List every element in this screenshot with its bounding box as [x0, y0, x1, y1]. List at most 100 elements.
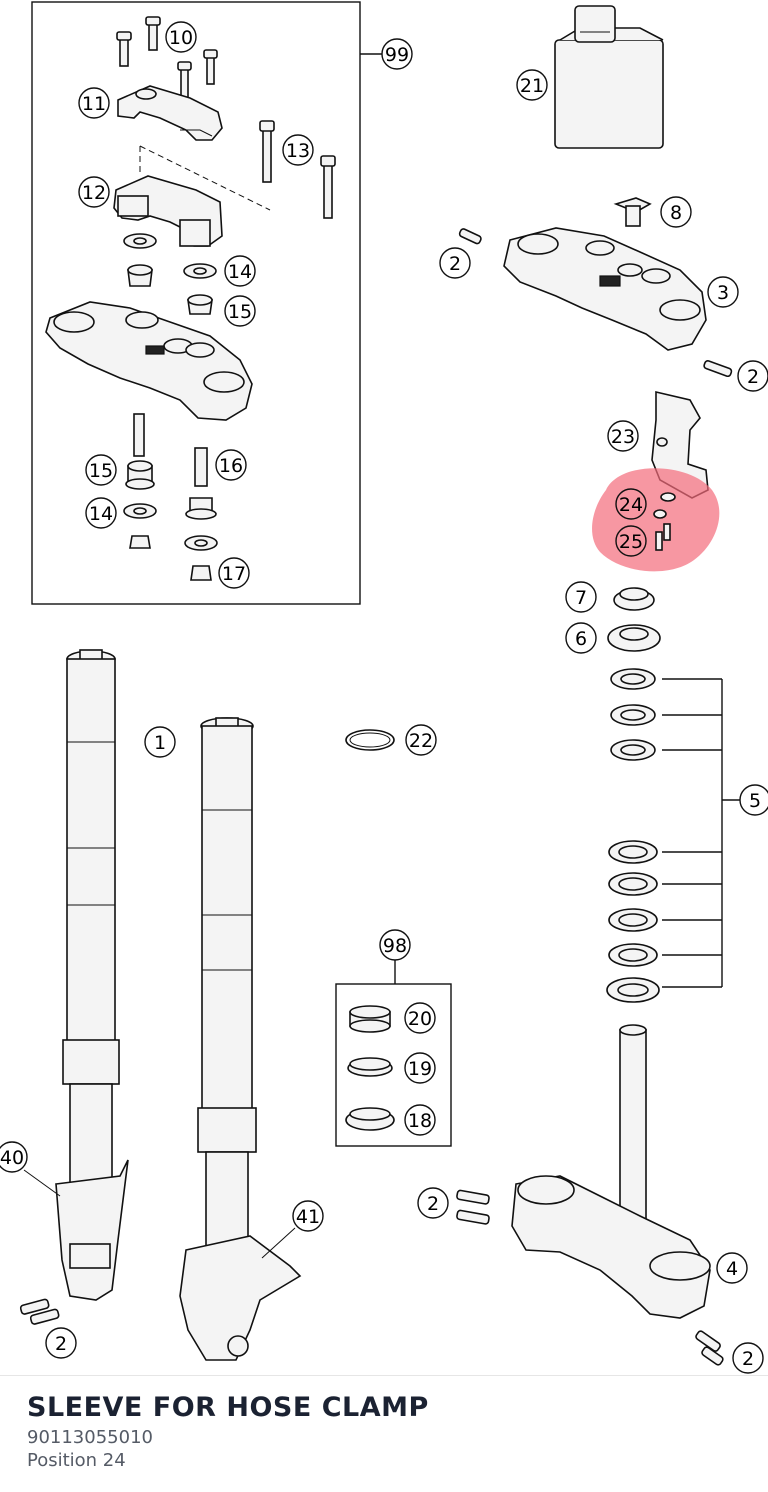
callout-24[interactable]: 24 — [615, 488, 647, 520]
part-name: SLEEVE FOR HOSE CLAMP — [27, 1392, 429, 1423]
bolt-2-upper-right[interactable] — [703, 360, 733, 378]
svg-text:2: 2 — [747, 366, 759, 388]
callout-41[interactable]: 41 — [292, 1200, 324, 1232]
callout-2-lower-clamp-right[interactable]: 2 — [732, 1342, 764, 1374]
callout-6[interactable]: 6 — [565, 622, 597, 654]
callout-1[interactable]: 1 — [144, 726, 176, 758]
svg-text:4: 4 — [726, 1258, 738, 1280]
callout-2-upper-left[interactable]: 2 — [439, 247, 471, 279]
bolt-2-fork-bottom[interactable] — [19, 1298, 60, 1325]
callout-11[interactable]: 11 — [78, 87, 110, 119]
svg-text:11: 11 — [82, 93, 106, 115]
svg-text:2: 2 — [449, 253, 461, 275]
leader-lines — [23, 1169, 296, 1259]
upper-triple-clamp-3[interactable] — [503, 227, 707, 351]
callout-7[interactable]: 7 — [565, 581, 597, 613]
bushing-15-top[interactable] — [127, 264, 213, 315]
nut-17-group[interactable] — [129, 535, 212, 581]
bolt-13-group[interactable] — [259, 120, 336, 219]
bolt-2-lower-clamp-right[interactable] — [695, 1330, 724, 1366]
lower-triple-clamp-4[interactable] — [511, 1024, 711, 1319]
svg-text:16: 16 — [219, 455, 243, 477]
callout-20[interactable]: 20 — [404, 1002, 436, 1034]
bushing-15-bottom[interactable] — [125, 460, 217, 520]
svg-text:20: 20 — [408, 1008, 432, 1030]
svg-text:13: 13 — [286, 140, 310, 162]
bearing-set-5[interactable] — [606, 668, 740, 1003]
svg-text:8: 8 — [670, 202, 682, 224]
pin-16-group[interactable] — [133, 413, 208, 487]
callout-22[interactable]: 22 — [405, 724, 437, 756]
handlebar-clamp-top-11[interactable] — [117, 85, 223, 141]
svg-text:12: 12 — [82, 182, 106, 204]
callout-16[interactable]: 16 — [215, 449, 247, 481]
dust-cover-6[interactable] — [607, 624, 661, 652]
bolt-2-upper-left[interactable] — [458, 228, 482, 245]
callout-15-top[interactable]: 15 — [224, 295, 256, 327]
svg-text:7: 7 — [575, 587, 587, 609]
svg-text:40: 40 — [0, 1147, 24, 1169]
svg-text:15: 15 — [228, 301, 252, 323]
svg-text:10: 10 — [169, 27, 193, 49]
screw-25[interactable] — [655, 523, 671, 551]
part-number: 90113055010 — [27, 1427, 153, 1448]
fork-leg-right[interactable] — [179, 717, 302, 1361]
svg-text:17: 17 — [222, 563, 246, 585]
callout-3[interactable]: 3 — [707, 276, 739, 308]
callout-98[interactable]: 98 — [379, 929, 411, 961]
callout-99[interactable]: 99 — [381, 38, 413, 70]
seal-ring-20[interactable] — [349, 1005, 391, 1033]
highlight-24-25 — [592, 468, 720, 572]
svg-text:6: 6 — [575, 628, 587, 650]
svg-text:99: 99 — [385, 44, 409, 66]
callout-5[interactable]: 5 — [739, 784, 768, 816]
oil-seal-19[interactable] — [347, 1057, 393, 1077]
svg-text:19: 19 — [408, 1058, 432, 1080]
callout-2-fork-bottom[interactable]: 2 — [45, 1327, 77, 1359]
exploded-parts-diagram: 10 99 11 13 12 14 15 16 15 14 17 21 8 2 … — [0, 1, 768, 1374]
svg-text:18: 18 — [408, 1110, 432, 1132]
callout-10[interactable]: 10 — [165, 21, 197, 53]
callout-14-top[interactable]: 14 — [224, 255, 256, 287]
callout-2-lower-clamp-left[interactable]: 2 — [417, 1187, 449, 1219]
bolt-8[interactable] — [613, 197, 652, 227]
svg-text:5: 5 — [749, 790, 761, 812]
callout-15-bottom[interactable]: 15 — [85, 454, 117, 486]
sleeve-24[interactable] — [653, 492, 676, 519]
dust-wiper-18[interactable] — [345, 1107, 395, 1131]
bolt-10-group[interactable] — [116, 16, 218, 101]
callout-25[interactable]: 25 — [615, 525, 647, 557]
washer-14-top[interactable] — [123, 233, 217, 279]
svg-text:2: 2 — [427, 1193, 439, 1215]
washer-14-bottom[interactable] — [123, 503, 218, 551]
callout-12[interactable]: 12 — [78, 176, 110, 208]
callout-17[interactable]: 17 — [218, 557, 250, 589]
callout-8[interactable]: 8 — [660, 196, 692, 228]
svg-text:1: 1 — [154, 732, 166, 754]
svg-text:3: 3 — [717, 282, 729, 304]
svg-text:2: 2 — [55, 1333, 67, 1355]
callout-23[interactable]: 23 — [607, 420, 639, 452]
upper-triple-clamp-kit[interactable] — [45, 301, 253, 421]
fork-leg-left[interactable] — [55, 649, 129, 1301]
handlebar-clamp-bottom-12[interactable] — [113, 145, 271, 247]
part-position: Position 24 — [27, 1450, 126, 1471]
callout-2-upper-right[interactable]: 2 — [737, 360, 768, 392]
fork-oil-can-21[interactable] — [554, 5, 664, 149]
svg-text:22: 22 — [409, 730, 433, 752]
svg-text:21: 21 — [520, 75, 544, 97]
callout-14-bottom[interactable]: 14 — [85, 497, 117, 529]
svg-text:23: 23 — [611, 426, 635, 448]
callout-40[interactable]: 40 — [0, 1141, 28, 1173]
callout-4[interactable]: 4 — [716, 1252, 748, 1284]
svg-text:15: 15 — [89, 460, 113, 482]
callout-19[interactable]: 19 — [404, 1052, 436, 1084]
callout-18[interactable]: 18 — [404, 1104, 436, 1136]
steering-nut-7[interactable] — [613, 587, 655, 611]
o-ring-22[interactable] — [345, 729, 395, 751]
svg-text:2: 2 — [742, 1348, 754, 1370]
callout-21[interactable]: 21 — [516, 69, 548, 101]
callout-13[interactable]: 13 — [282, 134, 314, 166]
kit-98-box — [335, 960, 452, 1147]
bolt-2-lower-clamp-left[interactable] — [456, 1189, 490, 1225]
